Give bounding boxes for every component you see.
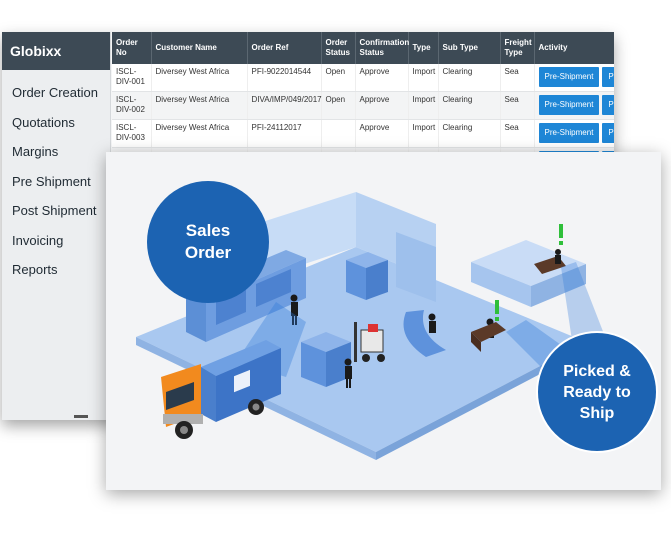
alert-dot xyxy=(559,241,563,245)
sidebar-menu: Order Creation Quotations Margins Pre Sh… xyxy=(2,70,110,285)
box-stack-top xyxy=(346,252,388,268)
cell-ref: DIVA/IMP/049/2017 xyxy=(247,91,322,120)
forklift-wheel xyxy=(362,354,370,362)
menu-invoicing[interactable]: Invoicing xyxy=(12,232,64,248)
cell-status: Open xyxy=(321,91,356,120)
picked-ready-badge: Picked & Ready to Ship xyxy=(536,331,658,453)
truck-hub xyxy=(180,426,188,434)
cell-type: Import xyxy=(408,64,439,92)
pre-shipment-button[interactable]: Pre-Shipment xyxy=(538,67,600,87)
menu-quotations[interactable]: Quotations xyxy=(12,114,75,130)
col-freight-type[interactable]: Freight Type xyxy=(500,32,535,64)
cell-ref: PFI-24112017 xyxy=(247,119,322,148)
cell-status xyxy=(321,119,356,148)
shelf-boxes-2 xyxy=(256,269,291,307)
truck-container-back xyxy=(201,367,216,422)
office-wall-front xyxy=(471,262,531,307)
pre-shipment-button[interactable]: Pre-Shipment xyxy=(538,123,600,143)
col-activity: Activity xyxy=(534,32,614,64)
shelf-end xyxy=(186,292,206,342)
desk-side xyxy=(471,332,481,352)
cell-sub-type: Clearing xyxy=(438,91,501,120)
box-stack2-left xyxy=(301,342,326,387)
office-floor xyxy=(471,240,586,286)
sidebar: Globixx Order Creation Quotations Margin… xyxy=(2,32,111,420)
post-shipment-button[interactable]: Post-Shipment xyxy=(602,95,614,115)
cell-customer: Diversey West Africa xyxy=(151,64,248,92)
menu-pre-shipment[interactable]: Pre Shipment xyxy=(12,173,91,189)
truck-bumper xyxy=(163,414,203,424)
col-sub-type[interactable]: Sub Type xyxy=(438,32,501,64)
alert-mark xyxy=(495,300,499,314)
forklift-wheel xyxy=(377,354,385,362)
cell-type: Import xyxy=(408,91,439,120)
brand-title: Globixx xyxy=(2,32,110,70)
menu-margins[interactable]: Margins xyxy=(12,144,59,159)
menu-post-shipment[interactable]: Post Shipment xyxy=(12,203,97,218)
erp-window: Globixx Order Creation Quotations Margin… xyxy=(2,32,614,420)
col-order-no[interactable]: Order No xyxy=(112,32,152,64)
forklift-mast xyxy=(354,322,357,362)
cell-confirmation: Approve xyxy=(355,64,409,92)
orders-table-container: Order No Customer Name Order Ref Order S… xyxy=(112,32,614,162)
table-row[interactable]: ISCL-DIV-003 Diversey West Africa PFI-24… xyxy=(112,119,614,148)
cell-order-no: ISCL-DIV-003 xyxy=(112,119,152,148)
cell-confirmation: Approve xyxy=(355,91,409,120)
forklift-seat xyxy=(368,324,378,332)
pre-shipment-button[interactable]: Pre-Shipment xyxy=(538,95,600,115)
cell-sub-type: Clearing xyxy=(438,64,501,92)
col-type[interactable]: Type xyxy=(408,32,439,64)
cell-order-no: ISCL-DIV-001 xyxy=(112,64,152,92)
cell-freight: Sea xyxy=(500,119,535,148)
alert-mark xyxy=(559,224,563,238)
cell-customer: Diversey West Africa xyxy=(151,91,248,120)
b-logo-icon xyxy=(234,369,250,393)
truck-windshield xyxy=(166,382,194,410)
col-order-ref[interactable]: Order Ref xyxy=(247,32,322,64)
shelf-boxes-1 xyxy=(216,289,246,325)
floor-edge-right xyxy=(376,342,586,460)
box-stack2-right xyxy=(326,342,351,387)
cell-freight: Sea xyxy=(500,91,535,120)
cell-sub-type: Clearing xyxy=(438,119,501,148)
table-header-row: Order No Customer Name Order Ref Order S… xyxy=(112,32,614,64)
col-confirmation-status[interactable]: Confirmation Status xyxy=(355,32,409,64)
forklift-body xyxy=(360,329,384,353)
cell-confirmation: Approve xyxy=(355,119,409,148)
menu-reports[interactable]: Reports xyxy=(12,262,58,277)
truck-container-top xyxy=(201,340,281,376)
table-row[interactable]: ISCL-DIV-002 Diversey West Africa DIVA/I… xyxy=(112,91,614,120)
box-stack-left xyxy=(346,260,366,300)
menu-order-creation[interactable]: Order Creation xyxy=(12,85,98,100)
post-shipment-button[interactable]: Post-Shipment xyxy=(602,123,614,143)
office-wall-side xyxy=(531,264,586,307)
box-stack-right xyxy=(366,260,388,300)
table-row[interactable]: ISCL-DIV-001 Diversey West Africa PFI-90… xyxy=(112,64,614,92)
doorway xyxy=(396,232,436,302)
desk xyxy=(471,322,506,342)
cell-order-no: ISCL-DIV-002 xyxy=(112,91,152,120)
cell-status: Open xyxy=(321,64,356,92)
col-order-status[interactable]: Order Status xyxy=(321,32,356,64)
cell-customer: Diversey West Africa xyxy=(151,119,248,148)
truck-hub xyxy=(252,403,260,411)
alert-dot xyxy=(495,317,499,321)
cell-type: Import xyxy=(408,119,439,148)
sales-order-badge: Sales Order xyxy=(147,181,269,303)
cell-ref: PFI-9022014544 xyxy=(247,64,322,92)
cell-freight: Sea xyxy=(500,64,535,92)
scroll-handle[interactable] xyxy=(74,415,88,418)
counter xyxy=(403,310,446,357)
col-customer-name[interactable]: Customer Name xyxy=(151,32,248,64)
post-shipment-button[interactable]: Post-Shipment xyxy=(602,67,614,87)
orders-table: Order No Customer Name Order Ref Order S… xyxy=(112,32,614,162)
